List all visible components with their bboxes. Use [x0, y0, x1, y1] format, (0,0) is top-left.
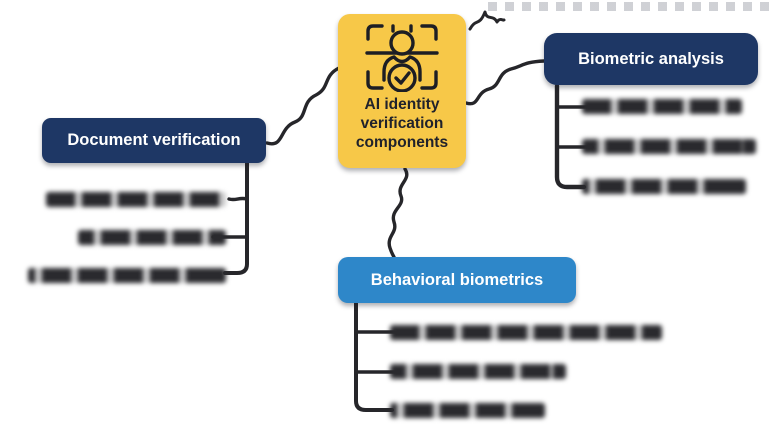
- redacted-item: [390, 364, 566, 379]
- redacted-item: [78, 230, 226, 245]
- biometric-analysis-label: Biometric analysis: [578, 49, 724, 68]
- redacted-item: [582, 179, 746, 194]
- redacted-item: [582, 139, 756, 154]
- redacted-item: [582, 99, 742, 114]
- document-verification-items: [14, 192, 226, 283]
- behavioral-biometrics-label: Behavioral biometrics: [370, 270, 544, 289]
- node-document-verification[interactable]: Document verification: [42, 118, 266, 163]
- left-branch-twig-1: [227, 196, 249, 202]
- redacted-item: [46, 192, 226, 207]
- redacted-item: [390, 403, 545, 418]
- behav-branch-trunk: [354, 301, 394, 412]
- redacted-item: [28, 268, 226, 283]
- left-branch-trunk: [223, 161, 249, 275]
- center-node-label: AI identity verification components: [355, 96, 449, 151]
- document-verification-label: Document verification: [67, 131, 241, 149]
- redacted-item: [390, 325, 662, 340]
- connector-doc-to-center: [265, 66, 341, 146]
- behavioral-biometrics-items: [390, 325, 670, 418]
- biometric-analysis-items: [582, 99, 762, 194]
- identity-scan-icon: [365, 24, 439, 92]
- node-behavioral-biometrics[interactable]: Behavioral biometrics: [338, 257, 576, 303]
- node-ai-identity-verification[interactable]: AI identity verification components: [338, 14, 466, 168]
- connector-center-to-bio: [464, 59, 546, 106]
- scribble-mark: [468, 10, 506, 31]
- right-branch-trunk: [554, 83, 587, 190]
- connector-center-to-behav: [387, 167, 409, 259]
- dashed-strip-decoration: [488, 2, 774, 11]
- node-biometric-analysis[interactable]: Biometric analysis: [544, 33, 758, 85]
